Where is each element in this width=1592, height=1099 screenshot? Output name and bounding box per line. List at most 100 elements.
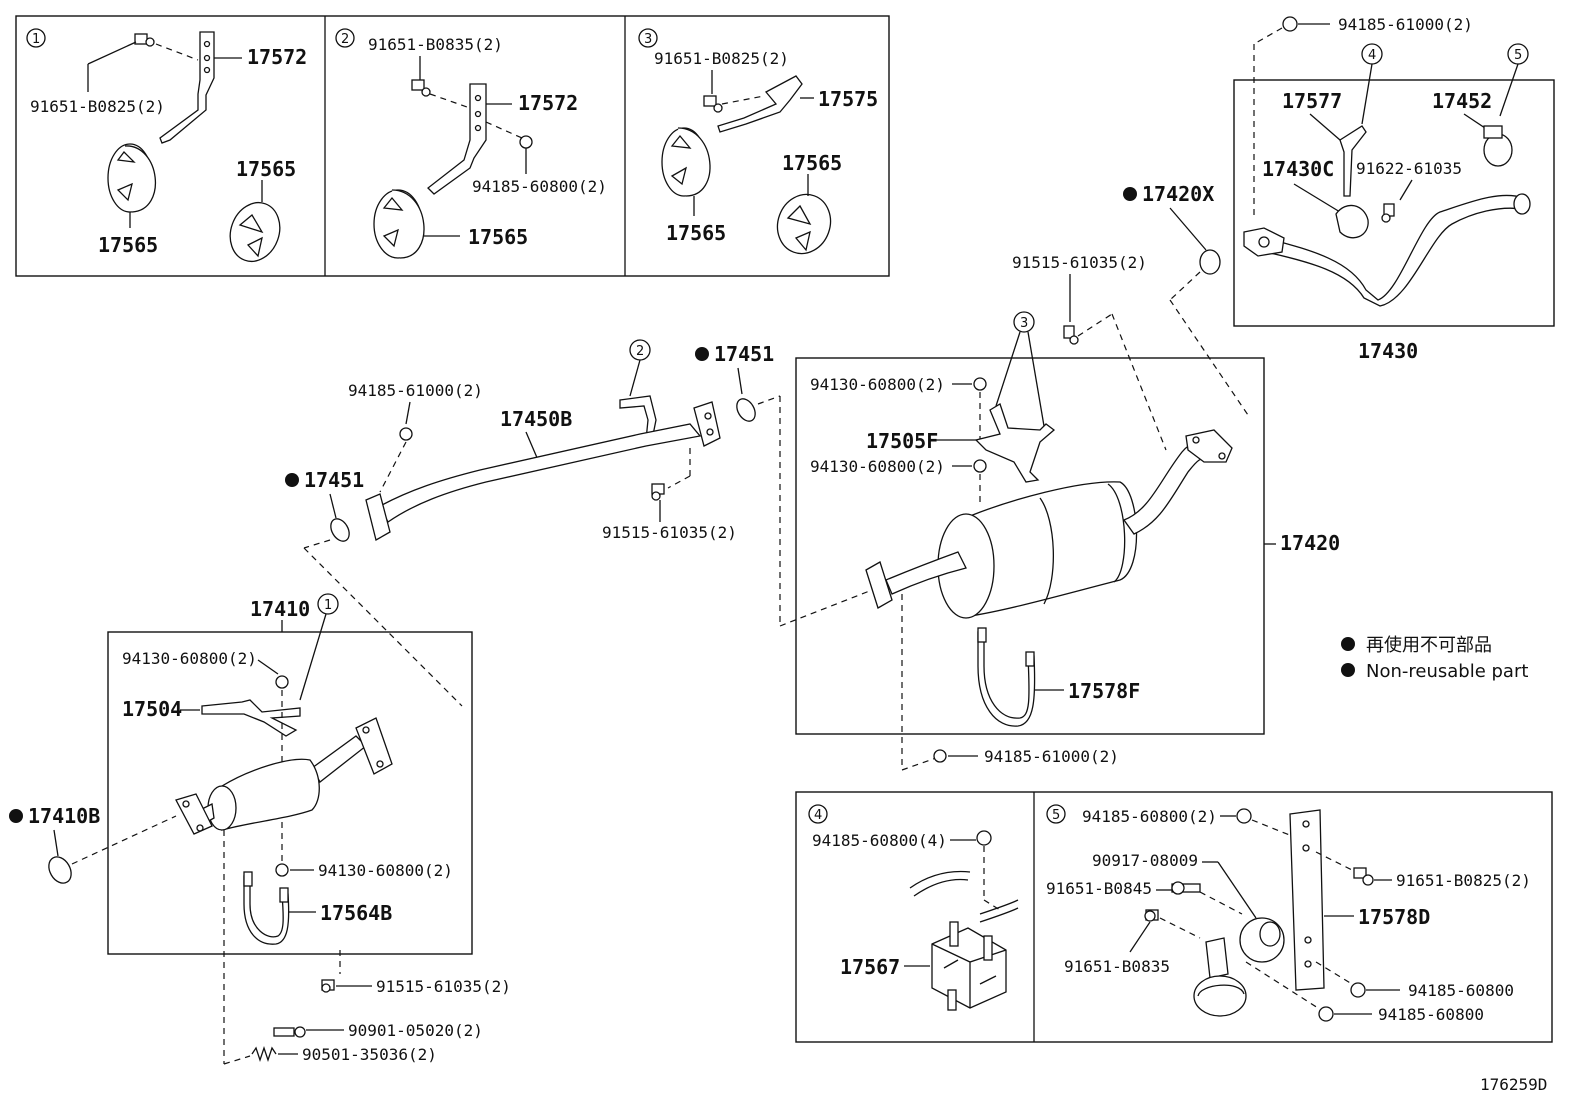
- u-bolt-icon: [977, 627, 1036, 727]
- callout-circle-2: [335, 28, 355, 48]
- label-17420: 17420: [1280, 531, 1340, 555]
- callout-4: 4: [1368, 48, 1376, 63]
- muffler-group: 91515-61035(2) 3 94130-60800(2) 17505F 9…: [795, 253, 1340, 735]
- callout-1: 1: [324, 598, 332, 613]
- legend-jp: 再使用不可部品: [1366, 635, 1492, 656]
- converter-fasteners: 91515-61035(2) 90901-05020(2) 90501-3503…: [251, 950, 511, 1064]
- nut-icon: [1236, 808, 1252, 824]
- gasket-icon: [48, 856, 72, 884]
- nut-icon: [933, 749, 947, 763]
- gasket-icon: [1199, 249, 1221, 275]
- inset-1-id: 1: [32, 32, 40, 47]
- non-reusable-dot: [285, 473, 299, 487]
- label-94185-60800-5b: 94185-60800: [1408, 981, 1514, 1000]
- label-17450B: 17450B: [500, 407, 572, 431]
- rubber-hanger-icon: [229, 201, 281, 263]
- callout-circle-5b: [1046, 804, 1066, 824]
- callout-3: 3: [1020, 316, 1028, 331]
- label-90901-05020: 90901-05020(2): [348, 1021, 483, 1040]
- nut-icon: [399, 427, 413, 441]
- label-17567: 17567: [840, 955, 900, 979]
- label-17578F: 17578F: [1068, 679, 1140, 703]
- label-94185-60800-5c: 94185-60800: [1378, 1005, 1484, 1024]
- bolt-icon: [273, 1026, 306, 1038]
- label-17565-c: 17565: [468, 225, 528, 249]
- nut-icon: [973, 377, 987, 391]
- label-91622-61035: 91622-61035: [1356, 159, 1462, 178]
- nut-icon: [1282, 16, 1298, 32]
- nut-icon: [1318, 1006, 1334, 1022]
- nut-icon: [275, 675, 289, 689]
- heat-shield-icon: [1335, 204, 1369, 239]
- inset-panel-bottom: [795, 791, 1553, 1043]
- label-94130-60800-d: 94130-60800(2): [318, 861, 453, 880]
- label-17564B: 17564B: [320, 901, 392, 925]
- rubber-hanger-icon: [107, 143, 156, 213]
- callout-5: 5: [1514, 48, 1522, 63]
- label-17577: 17577: [1282, 89, 1342, 113]
- clamp-icon: [1483, 125, 1513, 167]
- legend-dot-jp: [1341, 637, 1355, 651]
- label-90917-08009: 90917-08009: [1092, 851, 1198, 870]
- non-reusable-dot: [9, 809, 23, 823]
- inset-2: 2 91651-B0835(2) 17572 94185-60800(2) 17…: [335, 28, 607, 259]
- label-91515-61035-b: 91515-61035(2): [602, 523, 737, 542]
- u-bolt-icon: [243, 871, 290, 945]
- label-94185-61000-c: 94185-61000(2): [984, 747, 1119, 766]
- legend-en: Non-reusable part: [1366, 661, 1528, 682]
- label-17451-b: 17451: [304, 468, 364, 492]
- label-17410: 17410: [250, 597, 310, 621]
- legend: 再使用不可部品 Non-reusable part: [1341, 635, 1528, 682]
- label-17578D: 17578D: [1358, 905, 1430, 929]
- bolt-icon: [321, 979, 335, 993]
- bolt-icon: [1063, 325, 1079, 345]
- label-17572-2: 17572: [518, 91, 578, 115]
- callout-circle-1b: [317, 593, 339, 615]
- label-94130-60800-c: 94130-60800(2): [122, 649, 257, 668]
- label-17565-e: 17565: [782, 151, 842, 175]
- inset-5: 5 94185-60800(2) 17578D 91651-B0825(2) 9…: [1046, 804, 1531, 1024]
- muffler-icon: [865, 429, 1233, 619]
- label-17572: 17572: [247, 45, 307, 69]
- rubber-hanger-icon: [776, 193, 832, 255]
- band-clamp-icon: [1193, 937, 1247, 1017]
- bolt-icon: [651, 483, 665, 501]
- inset-4: 4 94185-60800(4) 17567: [808, 804, 1019, 1011]
- tail-pipe-group: 94185-61000(2) 4 5 17577 17452 17430C 91…: [1233, 15, 1555, 363]
- label-17430C: 17430C: [1262, 157, 1334, 181]
- bracket-icon: [1339, 125, 1367, 197]
- label-17451-a: 17451: [714, 342, 774, 366]
- tail-pipe-icon: [1265, 194, 1529, 307]
- nut-icon: [275, 863, 289, 877]
- inset-2-id: 2: [341, 32, 349, 47]
- label-91515-61035-a: 91515-61035(2): [1012, 253, 1147, 272]
- hanger-bracket-icon: [427, 83, 487, 195]
- label-17565-b: 17565: [236, 157, 296, 181]
- legend-dot-en: [1341, 663, 1355, 677]
- inset-4-id: 4: [814, 808, 822, 823]
- bolt-icon: [1353, 867, 1374, 886]
- label-17504: 17504: [122, 697, 182, 721]
- label-91651-B0835: 91651-B0835(2): [368, 35, 503, 54]
- flange-icon: [175, 793, 213, 835]
- label-17565-d: 17565: [666, 221, 726, 245]
- bolt-icon: [1381, 203, 1395, 223]
- flange-icon: [1243, 227, 1285, 257]
- center-pipe-icon: [379, 423, 702, 523]
- bolt-icon: [1171, 881, 1201, 895]
- hanger-bracket-icon: [717, 75, 803, 133]
- inset-panel-top: [15, 15, 890, 277]
- label-94185-61000-top: 94185-61000(2): [1338, 15, 1473, 34]
- inset-3: 3 91651-B0825(2) 17575 17565 17565: [638, 28, 878, 255]
- label-94130-60800-b: 94130-60800(2): [810, 457, 945, 476]
- rubber-hanger-icon: [373, 189, 425, 259]
- rubber-mount-icon: [931, 921, 1007, 1011]
- callout-circle-3b: [1013, 311, 1035, 333]
- non-reusable-dot: [1123, 187, 1137, 201]
- nut-icon: [973, 459, 987, 473]
- rubber-damper-icon: [1239, 917, 1285, 963]
- center-pipe-group: 2 17451 94185-61000(2) 17450B 91515-6103…: [285, 339, 873, 707]
- label-17505F: 17505F: [866, 429, 938, 453]
- label-17575: 17575: [818, 87, 878, 111]
